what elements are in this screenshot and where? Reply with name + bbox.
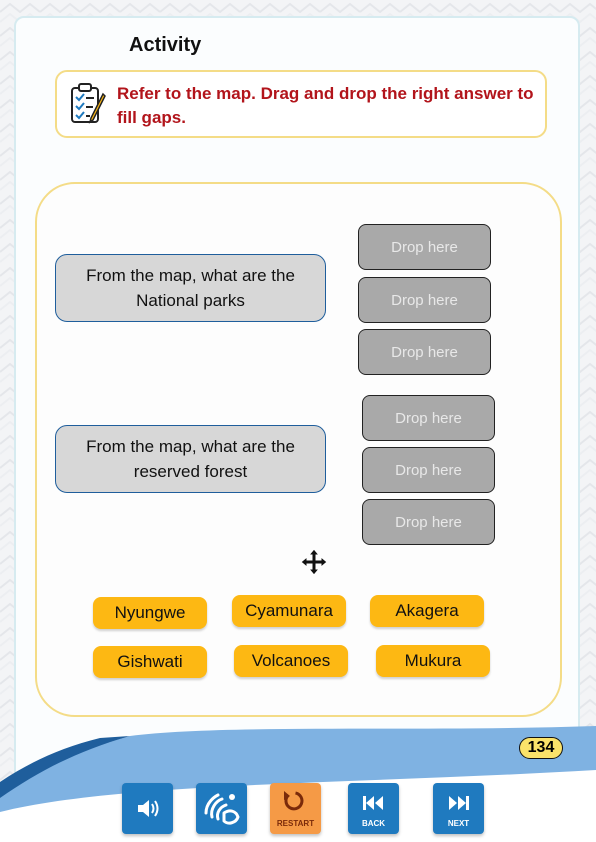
question-text-line: reserved forest <box>133 462 248 481</box>
page-title: Activity <box>129 34 202 56</box>
sign-language-icon <box>204 793 240 825</box>
answer-chip-gishwati[interactable]: Gishwati <box>93 646 207 678</box>
drop-zone-national-parks-1[interactable]: Drop here <box>358 224 491 270</box>
question-national-parks: From the map, what are the National park… <box>55 254 326 322</box>
question-text-line: From the map, what are the <box>86 437 295 456</box>
answer-chip-nyungwe[interactable]: Nyungwe <box>93 597 207 629</box>
answer-chip-cyamunara[interactable]: Cyamunara <box>232 595 346 627</box>
question-text-line: National parks <box>136 291 245 310</box>
sign-language-button[interactable] <box>196 783 247 834</box>
back-icon <box>363 796 383 810</box>
answer-chip-volcanoes[interactable]: Volcanoes <box>234 645 348 677</box>
next-label: NEXT <box>447 819 470 828</box>
answer-chip-akagera[interactable]: Akagera <box>370 595 484 627</box>
back-label: BACK <box>361 819 386 828</box>
next-button[interactable]: NEXT <box>433 783 484 834</box>
answer-chip-mukura[interactable]: Mukura <box>376 645 490 677</box>
question-reserved-forest: From the map, what are the reserved fore… <box>55 425 326 493</box>
restart-button[interactable]: RESTART <box>270 783 321 834</box>
next-icon <box>449 796 469 810</box>
drop-zone-national-parks-3[interactable]: Drop here <box>358 329 491 375</box>
speaker-icon <box>138 800 159 817</box>
restart-icon <box>284 791 304 811</box>
audio-button[interactable] <box>122 783 173 834</box>
page-number-badge: 134 <box>519 737 563 759</box>
drop-zone-national-parks-2[interactable]: Drop here <box>358 277 491 323</box>
move-cursor-icon <box>300 548 328 576</box>
drop-zone-reserved-forest-2[interactable]: Drop here <box>362 447 495 493</box>
back-button[interactable]: BACK <box>348 783 399 834</box>
restart-label: RESTART <box>276 819 315 828</box>
clipboard-checklist-icon <box>71 83 106 124</box>
drop-zone-reserved-forest-1[interactable]: Drop here <box>362 395 495 441</box>
drop-zone-reserved-forest-3[interactable]: Drop here <box>362 499 495 545</box>
instruction-box: Refer to the map. Drag and drop the righ… <box>55 70 547 138</box>
instruction-text: Refer to the map. Drag and drop the righ… <box>117 84 534 127</box>
question-text-line: From the map, what are the <box>86 266 295 285</box>
